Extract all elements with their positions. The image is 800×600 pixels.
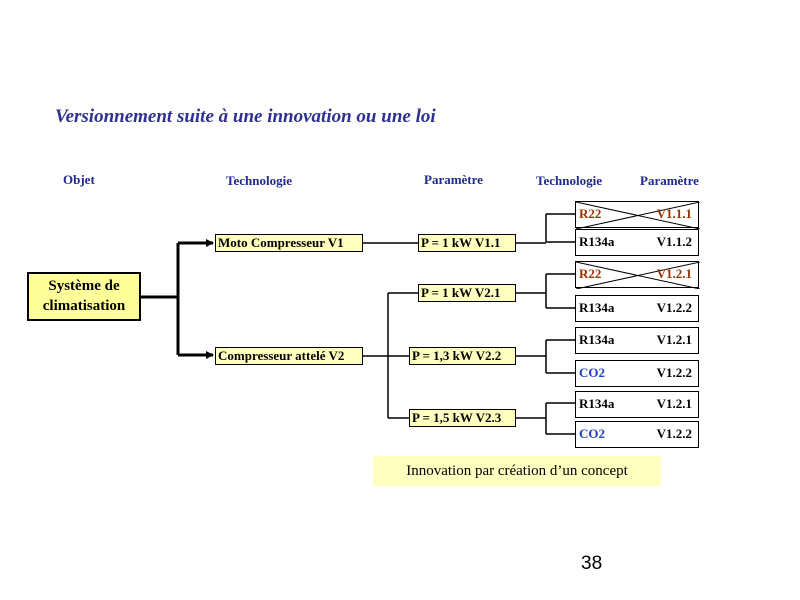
connector-v23-leaves bbox=[516, 402, 575, 435]
leaf-box-r134a-v122: R134a V1.2.2 bbox=[575, 295, 699, 322]
leaf-tech: CO2 bbox=[579, 426, 605, 441]
slide-title: Versionnement suite à une innovation ou … bbox=[55, 106, 436, 127]
leaf-version: V1.1.1 bbox=[656, 206, 692, 221]
connector-v11-leaves bbox=[516, 213, 575, 244]
crossed-out-mark bbox=[576, 262, 700, 289]
leaf-box-co2-v122-b: CO2 V1.2.2 bbox=[575, 421, 699, 448]
leaf-tech: R22 bbox=[579, 206, 602, 221]
leaf-tech: R134a bbox=[579, 300, 615, 315]
tech-box-v1: Moto Compresseur V1 bbox=[215, 234, 363, 252]
leaf-tech: CO2 bbox=[579, 365, 605, 380]
leaf-version: V1.2.1 bbox=[656, 396, 692, 411]
leaf-version: V1.1.2 bbox=[656, 234, 692, 249]
leaf-box-r134a-v121-b: R134a V1.2.1 bbox=[575, 391, 699, 418]
leaf-tech: R134a bbox=[579, 234, 615, 249]
column-header-objet: Objet bbox=[63, 172, 95, 187]
leaf-box-r134a-v112: R134a V1.1.2 bbox=[575, 229, 699, 256]
connector-v21-leaves bbox=[516, 273, 575, 309]
param-box-v1-1: P = 1 kW V1.1 bbox=[418, 234, 516, 252]
leaf-box-r22-v121: R22 V1.2.1 bbox=[575, 261, 700, 289]
root-label-line2: climatisation bbox=[42, 298, 126, 314]
leaf-box-co2-v122: CO2 V1.2.2 bbox=[575, 360, 699, 387]
innovation-note: Innovation par création d’un concept bbox=[373, 456, 661, 486]
crossed-out-mark bbox=[576, 202, 700, 229]
leaf-box-r134a-v121: R134a V1.2.1 bbox=[575, 327, 699, 354]
leaf-tech: R134a bbox=[579, 332, 615, 347]
column-header-parametre: Paramètre bbox=[424, 172, 483, 187]
leaf-version: V1.2.2 bbox=[656, 426, 692, 441]
leaf-tech: R22 bbox=[579, 266, 602, 281]
root-box-systeme-climatisation: Système de climatisation bbox=[27, 272, 141, 321]
param-box-v2-3: P = 1,5 kW V2.3 bbox=[409, 409, 516, 427]
leaf-version: V1.2.2 bbox=[656, 365, 692, 380]
column-header-technologie: Technologie bbox=[226, 173, 292, 188]
leaf-tech: R134a bbox=[579, 396, 615, 411]
connector-v22-leaves bbox=[516, 339, 575, 374]
column-header-technologie-2: Technologie bbox=[536, 173, 602, 188]
column-header-parametre-2: Paramètre bbox=[640, 173, 699, 188]
leaf-box-r22-v111: R22 V1.1.1 bbox=[575, 201, 700, 229]
leaf-version: V1.2.1 bbox=[656, 332, 692, 347]
leaf-version: V1.2.2 bbox=[656, 300, 692, 315]
param-box-v2-1: P = 1 kW V2.1 bbox=[418, 284, 516, 302]
tech-box-v2: Compresseur attelé V2 bbox=[215, 347, 363, 365]
leaf-version: V1.2.1 bbox=[656, 266, 692, 281]
param-box-v2-2: P = 1,3 kW V2.2 bbox=[409, 347, 516, 365]
page-number: 38 bbox=[581, 553, 603, 574]
root-label-line1: Système de bbox=[48, 278, 120, 294]
